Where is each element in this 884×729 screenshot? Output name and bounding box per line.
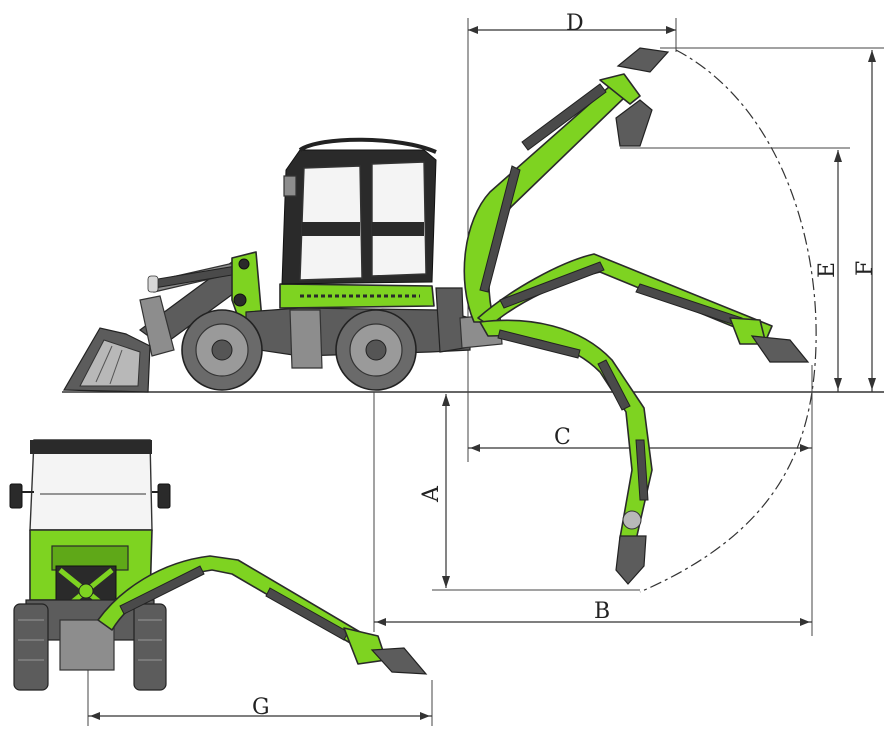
dimension-label-g: G: [252, 695, 270, 720]
backhoe-arm-raised: [463, 47, 670, 323]
dimension-label-b: B: [594, 599, 610, 624]
rear-left-wheel: [13, 603, 49, 691]
rear-view-machine: [9, 439, 428, 691]
dimension-label-c: C: [554, 425, 571, 450]
dimension-label-a: A: [419, 485, 444, 503]
front-loader-arm: [138, 261, 253, 357]
front-wheel: [335, 309, 417, 391]
rear-view-backhoe-arm: [97, 555, 428, 675]
backhoe-arm-extended: [477, 253, 810, 363]
rear-wheel: [181, 309, 263, 391]
dimension-label-d: D: [566, 11, 584, 36]
backhoe-arm-lowered: [479, 319, 653, 585]
cab: [281, 137, 437, 285]
rear-right-wheel: [133, 603, 167, 691]
dimension-lines: [87, 18, 884, 726]
side-view-machine: [62, 137, 503, 393]
front-bucket: [62, 327, 151, 393]
dimension-label-f: F: [853, 261, 878, 276]
cab-window-door: [371, 161, 427, 277]
dimension-label-e: E: [815, 262, 840, 278]
